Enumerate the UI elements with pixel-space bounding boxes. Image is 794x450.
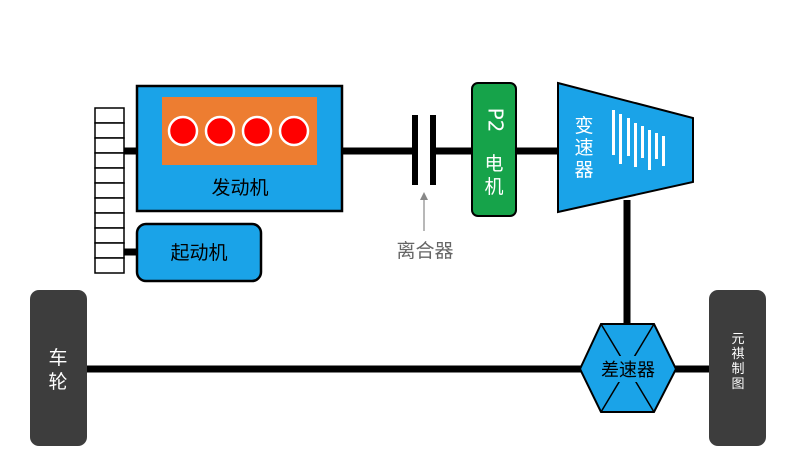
left-wheel-label-char-1: 车 (48, 347, 67, 369)
watermark-char-2: 祺 (731, 347, 744, 362)
clutch-plate-right (430, 115, 436, 185)
motor-label-char-2: 机 (484, 176, 503, 198)
watermark-char-4: 图 (731, 377, 744, 392)
gearbox-label-char-3: 器 (574, 159, 593, 181)
differential: 差速器 (578, 323, 678, 413)
watermark-char-3: 制 (731, 362, 744, 377)
cylinder-2 (204, 115, 236, 147)
motor-p2-label: P2 (484, 108, 508, 133)
starter: 起动机 (135, 222, 263, 283)
starter-label: 起动机 (170, 242, 227, 264)
engine: 发动机 (135, 84, 344, 213)
gear-ratio-bars (612, 110, 665, 170)
differential-label-bg (593, 356, 663, 382)
cylinder-4 (278, 115, 310, 147)
gearbox-label-char-1: 变 (574, 115, 593, 137)
gearbox-label-char-2: 速 (574, 137, 593, 159)
engine-label: 发动机 (211, 177, 268, 199)
differential-label: 差速器 (601, 360, 655, 381)
clutch-label: 离合器 (396, 240, 453, 262)
drive-shafts (86, 147, 712, 373)
clutch-pointer-arrowhead (420, 192, 428, 200)
left-wheel-body (30, 290, 87, 446)
clutch-plate-left (412, 115, 418, 185)
right-wheel-body (709, 290, 766, 446)
right-wheel: 元 祺 制 图 (709, 290, 766, 446)
starter-box (135, 222, 263, 283)
motor-label-char-1: 电 (484, 153, 503, 175)
flywheel-ring-gear (94, 107, 125, 274)
clutch: 离合器 (396, 115, 454, 262)
motor-box (471, 82, 517, 217)
gearbox: 变 速 器 (557, 81, 694, 214)
cylinder-1 (167, 115, 199, 147)
gearbox-body (557, 81, 694, 214)
watermark-char-1: 元 (731, 332, 744, 347)
left-wheel: 车 轮 (30, 290, 87, 446)
p2-motor: P2 电 机 (471, 82, 517, 217)
left-wheel-label-char-2: 轮 (48, 371, 67, 393)
cylinder-3 (241, 115, 273, 147)
